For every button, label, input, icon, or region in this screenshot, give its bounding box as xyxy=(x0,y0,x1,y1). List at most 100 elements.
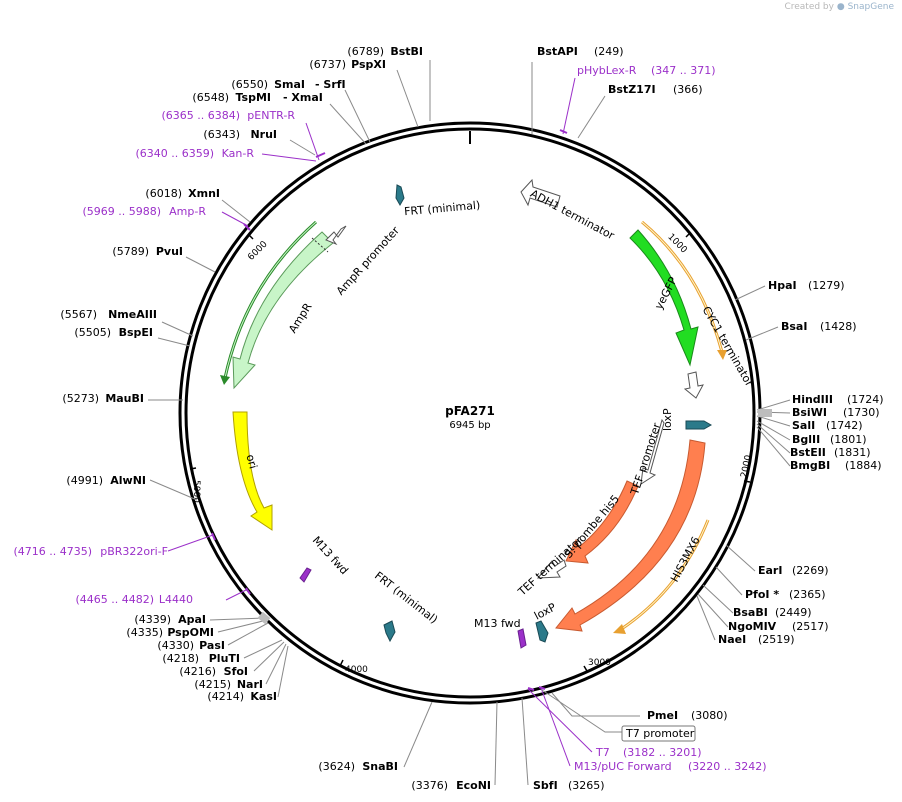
enzyme-kasi-pos: (4214) xyxy=(207,690,244,703)
primer-l4440: L4440 xyxy=(159,593,193,606)
enzyme-sali: SalI xyxy=(792,419,815,432)
enzyme-pluti-pos: (4218) xyxy=(162,652,199,665)
his3mx6-arrow[interactable] xyxy=(555,439,706,632)
enzyme-xmni: XmnI xyxy=(188,187,220,200)
enzyme-bstapi: BstAPI xyxy=(537,45,578,58)
t7-promoter-box[interactable] xyxy=(621,725,696,742)
enzyme-bsai-pos: (1428) xyxy=(820,320,857,333)
feature-label-his3mx6: HIS3MX6 xyxy=(668,534,703,584)
primer-marks xyxy=(211,129,568,691)
primer-t7: T7 xyxy=(595,746,610,759)
enzyme-pasi: PasI xyxy=(199,639,225,652)
enzyme-nmeaiii-pos: (5567) xyxy=(60,308,97,321)
loxp-arrow[interactable] xyxy=(685,420,713,430)
enzyme-hpai-pos: (1279) xyxy=(808,279,845,292)
m13-fwd-bottom-arrow[interactable] xyxy=(517,628,527,649)
feature-label-frt-bottom: FRT (minimal) xyxy=(372,569,440,626)
enzyme-ngomiv-pos: (2517) xyxy=(792,620,829,633)
enzyme-bsiwi-pos: (1730) xyxy=(843,406,880,419)
enzyme-pvui-pos: (5789) xyxy=(112,245,149,258)
enzyme-pmei: PmeI xyxy=(647,709,678,722)
adh1-terminator-arrow[interactable] xyxy=(520,178,561,208)
feature-label-loxp-bottom: loxP xyxy=(532,600,558,622)
enzyme-kasi: KasI xyxy=(250,690,277,703)
tick-label: 2000 xyxy=(740,454,755,479)
primer-pentr-r: pENTR-R xyxy=(247,109,295,122)
ampr-promoter-arrow[interactable] xyxy=(325,225,347,246)
enzyme-smai-pos: (6550) xyxy=(231,78,268,91)
yegfp-orf-line-inner xyxy=(641,221,723,353)
enzyme-bmgbi-pos: (1884) xyxy=(845,459,882,472)
loxp-bottom-arrow[interactable] xyxy=(535,620,549,643)
enzyme-econi: EcoNI xyxy=(456,779,491,792)
snapgene-logo-icon: ● xyxy=(836,2,845,12)
enzyme-bstz17i-pos: (366) xyxy=(673,83,703,96)
primer-m13-puc-forward: M13/pUC Forward xyxy=(574,760,672,773)
primer-m13-puc-forward-range: (3220 .. 3242) xyxy=(688,760,767,773)
feature-label-ori: ori xyxy=(243,453,259,470)
feature-label-tef-terminator: TEF terminator xyxy=(515,534,586,599)
watermark-brand: SnapGene xyxy=(847,2,894,12)
enzyme-bsai: BsaI xyxy=(781,320,807,333)
enzyme-snabi-pos: (3624) xyxy=(318,760,355,773)
enzyme-bspei: BspEI xyxy=(119,326,153,339)
enzyme-bsteii: BstEII xyxy=(790,446,826,459)
enzyme-srfi: - SrfI xyxy=(315,78,346,91)
enzyme-apai-pos: (4339) xyxy=(134,613,171,626)
enzyme-pfoi: PfoI * xyxy=(745,588,779,601)
enzyme-hindiii-pos: (1724) xyxy=(847,393,884,406)
enzyme-cluster-mark-left xyxy=(257,611,271,625)
yegfp-orf-arrowhead xyxy=(717,350,727,360)
feature-label-loxp-right: loxP xyxy=(661,408,674,431)
ampr-arrow[interactable] xyxy=(232,231,334,390)
tick-label: 1000 xyxy=(665,232,688,255)
enzyme-pspxi-pos: (6737) xyxy=(309,58,346,71)
enzyme-pspomi-pos: (4335) xyxy=(126,626,163,639)
enzyme-pmei-pos: (3080) xyxy=(691,709,728,722)
tick-label: 4000 xyxy=(345,665,368,675)
tef-terminator-arrow[interactable] xyxy=(536,559,567,579)
enzyme-cluster-mark xyxy=(758,409,772,417)
enzyme-sfoi: SfoI xyxy=(224,665,248,678)
primer-kan-r-range: (6340 .. 6359) xyxy=(135,147,214,160)
feature-label-m13-bottom: M13 fwd xyxy=(474,617,521,630)
enzyme-pspxi: PspXI xyxy=(351,58,386,71)
m13-fwd-left-arrow[interactable] xyxy=(299,567,312,583)
frt-bottom-arrow[interactable] xyxy=(383,620,396,643)
feature-label-cyc1: CYC1 terminator xyxy=(700,304,757,389)
enzyme-alwni: AlwNI xyxy=(110,474,146,487)
primer-amp-r: Amp-R xyxy=(169,205,206,218)
snapgene-watermark: Created by ● SnapGene xyxy=(784,2,894,12)
backbone-inner xyxy=(184,127,756,699)
enzyme-maubi: MauBI xyxy=(105,392,144,405)
t7-promoter-leader xyxy=(541,689,622,733)
enzyme-pspomi: PspOMI xyxy=(167,626,214,639)
tef-promoter-arrow[interactable] xyxy=(640,418,665,485)
ori-arrow[interactable] xyxy=(232,411,273,531)
feature-label-ampr: AmpR xyxy=(286,300,315,335)
primer-pbr322ori-f-range: (4716 .. 4735) xyxy=(13,545,92,558)
enzyme-sbfi-pos: (3265) xyxy=(568,779,605,792)
watermark-prefix: Created by xyxy=(784,2,834,12)
yegfp-arrow[interactable] xyxy=(629,229,699,367)
cyc1-terminator-arrow[interactable] xyxy=(683,371,704,399)
enzyme-smai: SmaI xyxy=(274,78,305,91)
enzyme-sali-pos: (1742) xyxy=(826,419,863,432)
enzyme-eari: EarI xyxy=(758,564,782,577)
enzyme-econi-pos: (3376) xyxy=(411,779,448,792)
enzyme-pasi-pos: (4330) xyxy=(157,639,194,652)
enzyme-bstapi-pos: (249) xyxy=(594,45,624,58)
feature-label-tef-promoter: TEF promoter xyxy=(628,421,664,497)
primer-t7-range: (3182 .. 3201) xyxy=(623,746,702,759)
primer-pbr322ori-f: pBR322ori-F xyxy=(100,545,168,558)
primer-amp-r-range: (5969 .. 5988) xyxy=(82,205,161,218)
s-pombe-his5-arrow[interactable] xyxy=(565,480,639,564)
enzyme-bsiwi: BsiWI xyxy=(792,406,827,419)
enzyme-bsabi: BsaBI xyxy=(733,606,768,619)
enzyme-bsteii-pos: (1831) xyxy=(834,446,871,459)
enzyme-bspei-pos: (5505) xyxy=(74,326,111,339)
enzyme-hindiii: HindIII xyxy=(792,393,833,406)
primer-phyblex-r-range: (347 .. 371) xyxy=(651,64,716,77)
enzyme-snabi: SnaBI xyxy=(362,760,398,773)
frt-top-arrow[interactable] xyxy=(395,184,405,207)
